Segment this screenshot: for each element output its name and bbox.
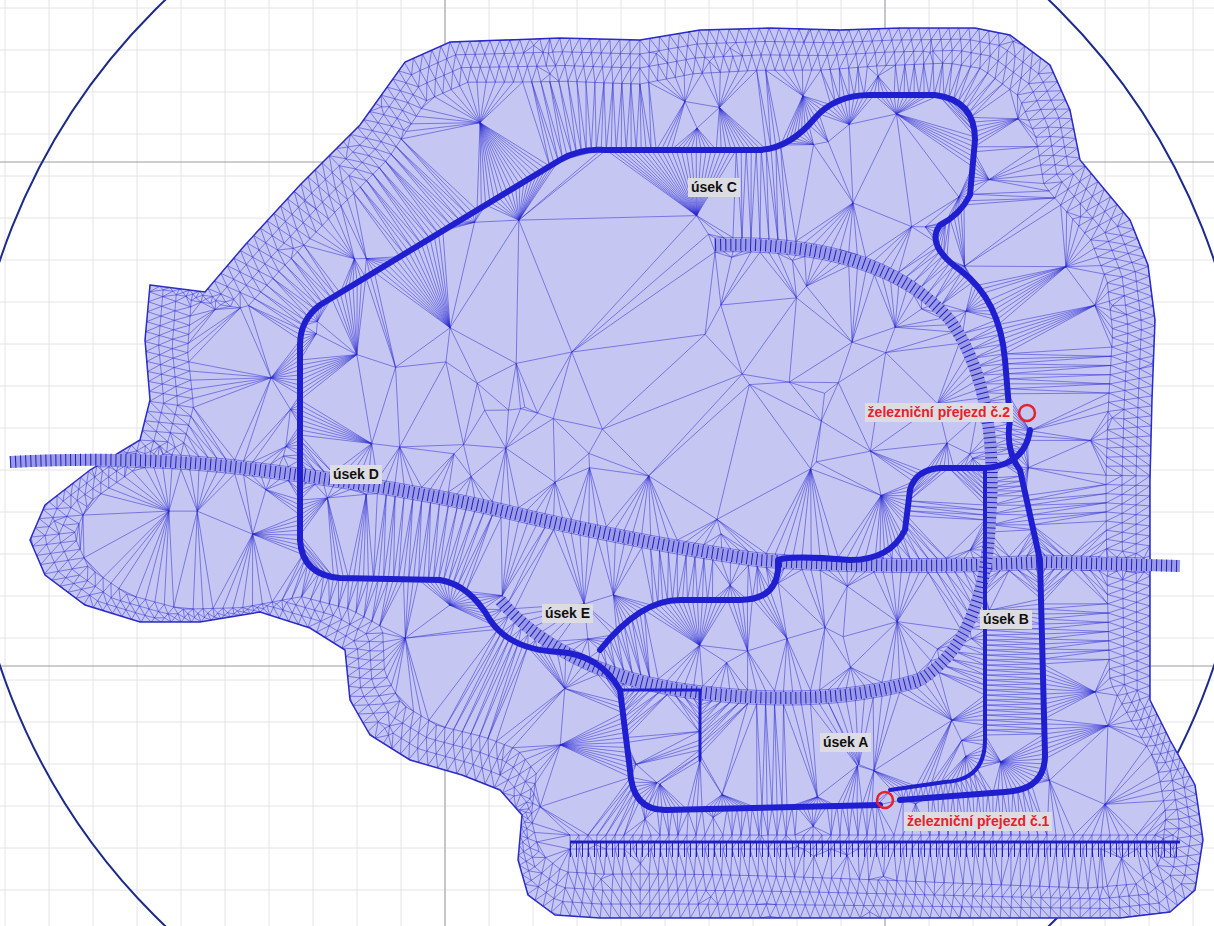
railway-band (500, 245, 992, 698)
railway (10, 245, 1180, 850)
section-label: úsek C (688, 178, 740, 197)
section-label: úsek A (820, 733, 871, 752)
road-alignment (300, 540, 880, 810)
grid-line (0, 8, 1214, 9)
crossing-marker (1019, 405, 1035, 421)
crossings (877, 405, 1035, 808)
railway-band (10, 460, 1180, 566)
section-label: úsek E (542, 604, 593, 623)
road-alignment (890, 470, 985, 790)
grid-line (5, 0, 6, 926)
railway-ties (570, 843, 1180, 857)
road-alignment (300, 95, 1045, 800)
road-alignment (600, 430, 1030, 650)
railway-ties (10, 460, 1180, 566)
crossing-marker (877, 792, 893, 808)
railway-track (570, 841, 1180, 844)
mesh-triangles (10, 28, 1202, 918)
section-label: úsek B (980, 610, 1032, 629)
crossing-label: železniční přejezd č.2 (865, 403, 1013, 422)
tin-mesh (10, 28, 1202, 918)
railway-ties (500, 245, 992, 698)
road-alignment (620, 690, 700, 760)
roads (300, 95, 1045, 810)
section-label: úsek D (330, 465, 382, 484)
crossing-label: železniční přejezd č.1 (904, 812, 1052, 831)
